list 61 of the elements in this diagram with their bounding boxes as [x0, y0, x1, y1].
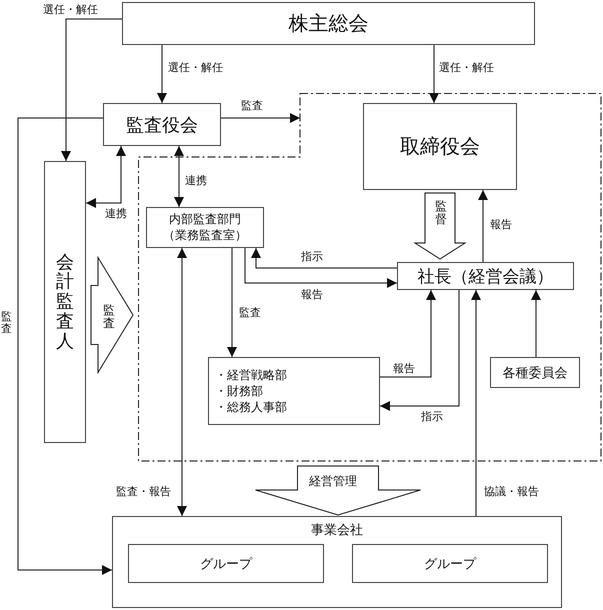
edge-label: 監査 [102, 304, 116, 330]
edge-label: 報告 [300, 288, 324, 302]
process-box [44, 161, 86, 443]
edge-label: 選任・解任 [42, 3, 99, 16]
process-box [122, 2, 535, 45]
arrow [157, 44, 167, 104]
block-arrow [90, 256, 134, 374]
edge-label: 選任・解任 [438, 61, 495, 74]
process-box [208, 357, 380, 425]
node-label: グループ [424, 556, 476, 572]
edge-label: 監査 [238, 306, 262, 320]
arrow [478, 190, 488, 262]
edge-label: 監査・報告 [115, 485, 172, 498]
arrow [227, 248, 237, 358]
arrow [220, 113, 300, 123]
process-box [397, 262, 574, 290]
edge-label: 監査 [0, 311, 13, 336]
arrow [380, 290, 436, 378]
list-item: ・総務人事部 [215, 399, 287, 416]
node-label: 監査役会 [126, 114, 198, 136]
edge-label: 報告 [489, 218, 513, 232]
arrow [86, 146, 126, 208]
process-box [112, 516, 562, 608]
edge-label: 報告 [392, 362, 416, 376]
node-label: 事業会社 [311, 522, 363, 539]
edge-label: 選任・解任 [167, 61, 224, 74]
block-arrow [413, 192, 467, 260]
node-label: 内部監査部門（業務監査室） [162, 212, 248, 244]
edge-label: 連携 [104, 207, 128, 220]
edge-label: 指示 [300, 250, 324, 264]
arrow [174, 146, 184, 208]
list-item: ・経営戦略部 [215, 366, 287, 383]
arrow [380, 290, 460, 411]
edge-label: 監督 [434, 200, 448, 226]
node-label: グループ [200, 556, 252, 572]
edge-label: 指示 [420, 410, 444, 424]
node-label: 取締役会 [400, 133, 480, 160]
arrow [244, 248, 398, 288]
edge-label: 協議・報告 [483, 485, 540, 498]
node-label: 会計監査人 [56, 252, 74, 352]
arrow [177, 248, 187, 516]
edge-label: 連携 [184, 174, 208, 188]
process-box [490, 357, 580, 388]
process-box [146, 207, 264, 248]
edge-label: 監査 [240, 99, 264, 112]
arrow [429, 44, 439, 104]
arrow [251, 248, 398, 268]
edge-label: 経営管理 [308, 474, 358, 488]
arrow [18, 118, 112, 575]
node-label: 株主総会 [288, 10, 368, 37]
arrow [531, 290, 541, 358]
process-box [128, 544, 324, 583]
block-arrow [255, 466, 421, 516]
node-label: 社長（経営会議） [418, 266, 554, 288]
list-item: ・財務部 [215, 382, 263, 400]
process-box [363, 103, 517, 190]
node-label: 各種委員会 [502, 364, 568, 382]
process-box [352, 544, 548, 583]
process-box [103, 103, 221, 146]
arrow [61, 18, 122, 162]
arrow [471, 290, 481, 516]
